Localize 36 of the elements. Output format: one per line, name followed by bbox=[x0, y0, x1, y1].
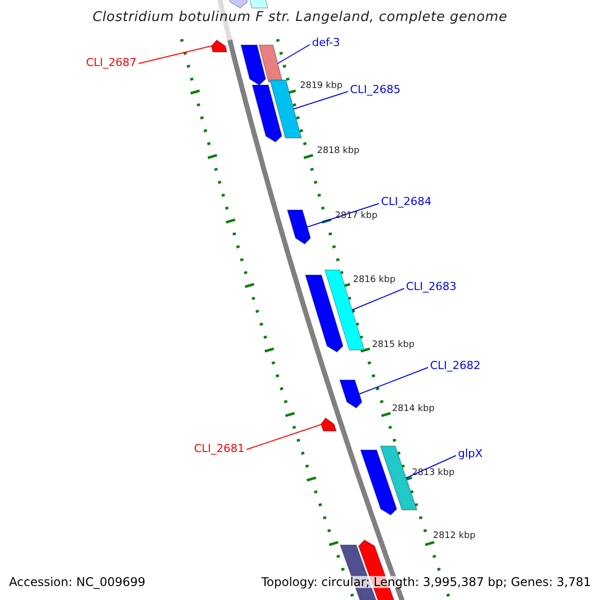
gene-block bbox=[360, 450, 398, 516]
gene-label: CLI_2687 bbox=[86, 57, 137, 68]
scale-label: 2817 kbp bbox=[335, 212, 378, 221]
scale-label: 2814 kbp bbox=[392, 405, 434, 414]
gene-label: CLI_2685 bbox=[350, 84, 401, 95]
scale-label: 2812 kbp bbox=[433, 532, 476, 541]
gene-block bbox=[286, 210, 312, 245]
leader-line bbox=[351, 288, 404, 310]
leader-line bbox=[138, 46, 212, 64]
gene-block bbox=[246, 0, 268, 8]
scale-label: 2818 kbp bbox=[317, 147, 360, 156]
gene-block bbox=[339, 380, 362, 409]
gene-block bbox=[269, 80, 302, 138]
gene-block bbox=[240, 44, 266, 86]
leader-line bbox=[246, 424, 322, 450]
leader-line bbox=[306, 203, 380, 228]
scale-label: 2816 kbp bbox=[353, 276, 396, 285]
gene-block bbox=[304, 274, 344, 353]
gene-label: CLI_2684 bbox=[381, 196, 432, 207]
gene-block bbox=[320, 417, 337, 432]
accession-text: Accession: NC_009699 bbox=[9, 576, 146, 588]
leader-line bbox=[358, 367, 428, 394]
gene-label: CLI_2682 bbox=[430, 360, 481, 371]
gene-label: CLI_2681 bbox=[194, 443, 245, 454]
title: Clostridium botulinum F str. Langeland, complete genome bbox=[92, 11, 508, 24]
gene-label: def-3 bbox=[312, 37, 340, 48]
gene-label: CLI_2683 bbox=[406, 281, 457, 292]
leader-line bbox=[293, 91, 348, 110]
scale-label: 2819 kbp bbox=[300, 82, 342, 91]
scale-label: 2815 kbp bbox=[372, 341, 414, 350]
genome-info-text: Topology: circular; Length: 3,995,387 bp; Genes: 3,781 bbox=[261, 576, 591, 588]
gene-block bbox=[252, 84, 282, 143]
gene-block bbox=[210, 39, 228, 52]
gene-block bbox=[258, 44, 284, 82]
gene-label: glpX bbox=[458, 448, 483, 459]
gene-block bbox=[226, 0, 248, 9]
